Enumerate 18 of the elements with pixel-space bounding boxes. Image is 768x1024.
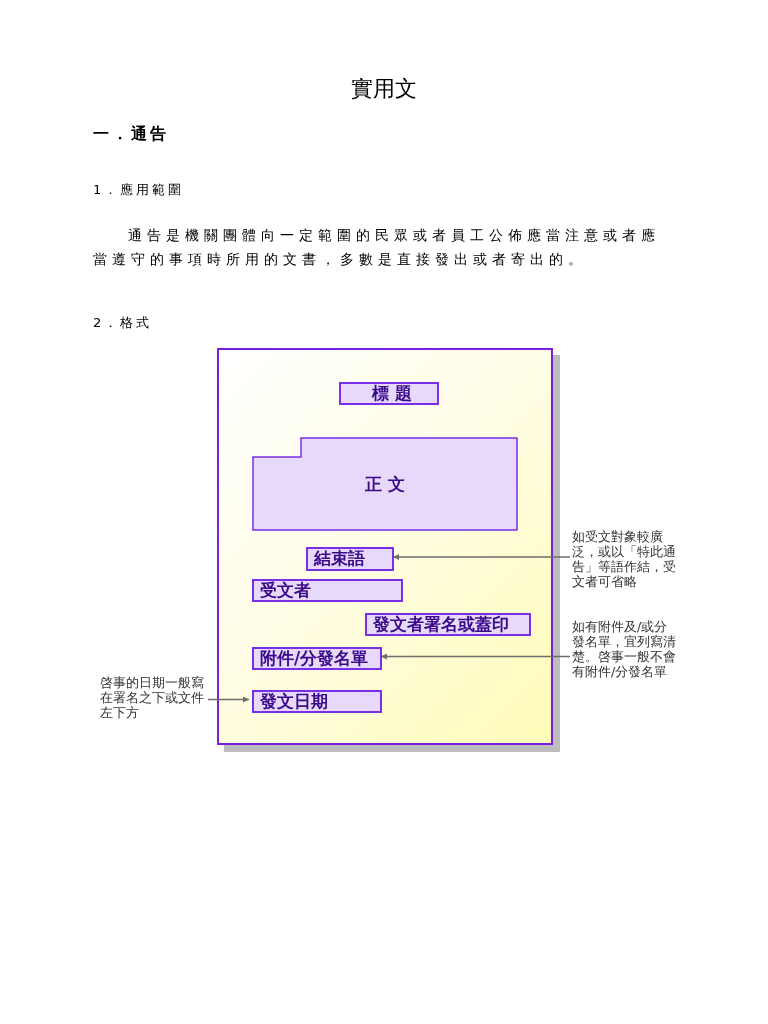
- section-box: 發文日期: [252, 690, 382, 713]
- note-text: 如有附件及/或分發名單，宜列寫清楚。啓事一般不會有附件/分發名單: [572, 619, 680, 701]
- note-text: 如受文對象較廣泛，或以「特此通告」等語作結，受文者可省略: [572, 529, 680, 595]
- subsection-heading: 1．應用範圍: [93, 181, 186, 199]
- paragraph: 通告是機關團體向一定範圍的民眾或者員工公佈應當注意或者應當遵守的事項時所用的文書，多數是直接發出或者寄出的。: [93, 226, 662, 269]
- section-box: 附件/分發名單: [252, 647, 382, 670]
- section-box: 結束語: [306, 547, 394, 571]
- section-box: 受文者: [252, 579, 403, 602]
- section-box: 發文者署名或蓋印: [365, 613, 531, 636]
- note-text: 啓事的日期一般寫在署名之下或文件左下方: [100, 675, 206, 725]
- section-heading: 一．通告: [93, 124, 170, 144]
- body-panel: 正 文: [252, 437, 518, 531]
- arrow: [392, 554, 571, 560]
- section-box: 標 題: [339, 382, 439, 405]
- subsection-heading: 2．格式: [93, 314, 154, 332]
- arrow: [207, 696, 250, 703]
- page-title: 實用文: [350, 75, 418, 103]
- arrow: [380, 653, 571, 660]
